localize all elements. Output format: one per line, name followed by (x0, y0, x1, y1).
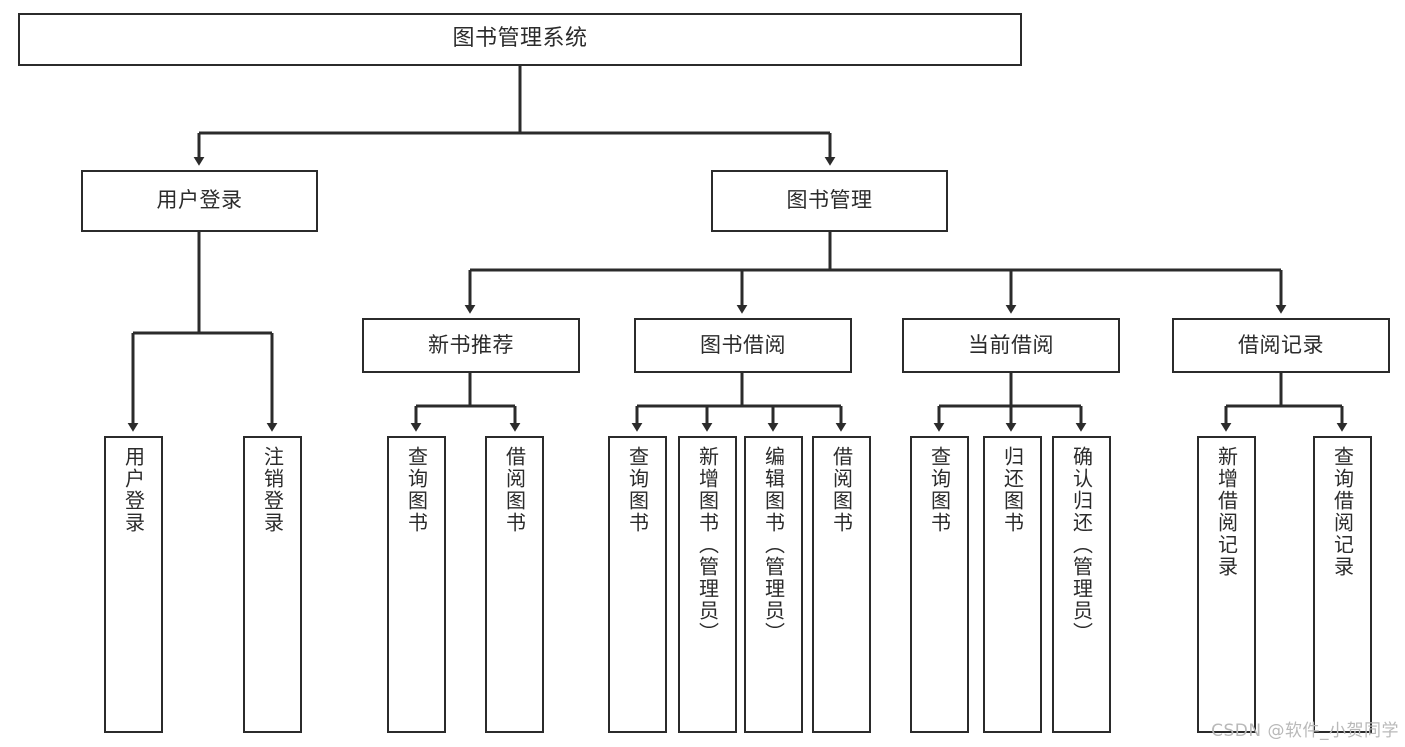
leaf-query-book-recommend[interactable]: 查询图书 (387, 436, 446, 733)
node-book-management[interactable]: 图书管理 (711, 170, 948, 232)
leaf-return-book-label: 归还图书 (1000, 446, 1025, 534)
node-new-book-recommend-label: 新书推荐 (428, 332, 514, 357)
node-book-borrow-label: 图书借阅 (700, 332, 786, 357)
leaf-add-book-admin[interactable]: 新增图书（管理员） (678, 436, 737, 733)
leaf-query-book-borrow-label: 查询图书 (625, 446, 650, 534)
node-book-management-label: 图书管理 (786, 188, 873, 213)
leaf-add-borrow-record-label: 新增借阅记录 (1214, 446, 1239, 578)
leaf-return-book[interactable]: 归还图书 (983, 436, 1042, 733)
node-user-login[interactable]: 用户登录 (81, 170, 318, 232)
node-user-login-label: 用户登录 (156, 188, 243, 213)
leaf-borrow-book-recommend[interactable]: 借阅图书 (485, 436, 544, 733)
node-borrow-record[interactable]: 借阅记录 (1172, 318, 1390, 373)
leaf-query-book-current-label: 查询图书 (927, 446, 952, 534)
leaf-borrow-book[interactable]: 借阅图书 (812, 436, 871, 733)
leaf-edit-book-admin-label: 编辑图书（管理员） (761, 446, 786, 644)
node-root[interactable]: 图书管理系统 (18, 13, 1022, 66)
leaf-borrow-book-recommend-label: 借阅图书 (502, 446, 527, 534)
leaf-user-login[interactable]: 用户登录 (104, 436, 163, 733)
leaf-query-book-borrow[interactable]: 查询图书 (608, 436, 667, 733)
leaf-user-login-label: 用户登录 (121, 446, 146, 534)
leaf-borrow-book-label: 借阅图书 (829, 446, 854, 534)
leaf-query-book-current[interactable]: 查询图书 (910, 436, 969, 733)
node-new-book-recommend[interactable]: 新书推荐 (362, 318, 580, 373)
node-current-borrow-label: 当前借阅 (968, 332, 1054, 357)
node-book-borrow[interactable]: 图书借阅 (634, 318, 852, 373)
leaf-query-borrow-record[interactable]: 查询借阅记录 (1313, 436, 1372, 733)
leaf-add-borrow-record[interactable]: 新增借阅记录 (1197, 436, 1256, 733)
node-borrow-record-label: 借阅记录 (1238, 332, 1324, 357)
leaf-query-borrow-record-label: 查询借阅记录 (1330, 446, 1355, 578)
leaf-confirm-return-admin[interactable]: 确认归还（管理员） (1052, 436, 1111, 733)
leaf-edit-book-admin[interactable]: 编辑图书（管理员） (744, 436, 803, 733)
leaf-confirm-return-admin-label: 确认归还（管理员） (1069, 446, 1094, 644)
node-current-borrow[interactable]: 当前借阅 (902, 318, 1120, 373)
leaf-logout-label: 注销登录 (260, 446, 285, 534)
node-root-label: 图书管理系统 (452, 26, 588, 52)
leaf-logout[interactable]: 注销登录 (243, 436, 302, 733)
leaf-add-book-admin-label: 新增图书（管理员） (695, 446, 720, 644)
leaf-query-book-recommend-label: 查询图书 (404, 446, 429, 534)
